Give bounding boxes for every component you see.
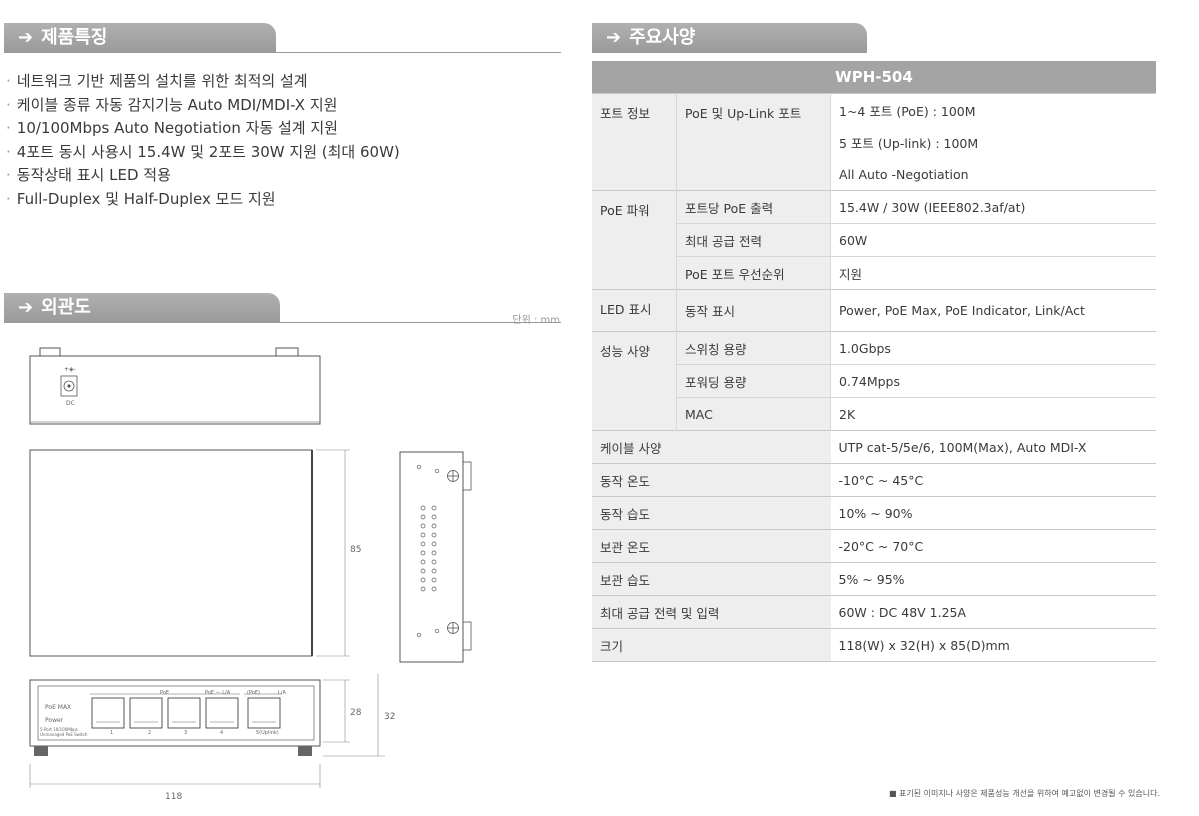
feature-item: 동작상태 표시 LED 적용 [6,164,400,188]
table-row: LED 표시 동작 표시 Power, PoE Max, PoE Indicat… [592,289,1156,332]
spec-val: UTP cat-5/5e/6, 100M(Max), Auto MDI-X [830,430,1156,464]
spec-val: 1~4 포트 (PoE) : 100M [830,93,1156,126]
top-view-drawing [29,449,350,657]
spec-cat: 성능 사양 [592,331,677,431]
spec-cat: 크기 [592,628,831,662]
front-view-drawing [29,674,385,788]
feature-item: 4포트 동시 사용시 15.4W 및 2포트 30W 지원 (최대 60W) [6,141,400,165]
spec-val: 118(W) x 32(H) x 85(D)mm [830,628,1156,662]
dim-depth: 85 [350,545,362,555]
feature-item: 10/100Mbps Auto Negotiation 자동 설계 지원 [6,117,400,141]
specs-heading: 주요사양 [629,27,696,48]
spec-cat: 보관 습도 [592,562,831,596]
rear-view-drawing: +◈- [29,347,321,425]
spec-cat: 동작 온도 [592,463,831,497]
table-row: 최대 공급 전력 및 입력 60W : DC 48V 1.25A [592,595,1156,629]
table-row: 최대 공급 전력 60W [592,223,1156,257]
table-row: 보관 습도 5% ~ 95% [592,562,1156,596]
arrow-right-icon: ➔ [18,27,34,48]
table-row: 동작 온도 -10°C ~ 45°C [592,463,1156,497]
spec-val: 60W [830,223,1156,257]
spec-val: 15.4W / 30W (IEEE802.3af/at) [830,190,1156,224]
spec-val: 60W : DC 48V 1.25A [830,595,1156,629]
spec-val: -20°C ~ 70°C [830,529,1156,563]
features-list: 네트워크 기반 제품의 설치를 위한 최적의 설계 케이블 종류 자동 감지기능… [6,70,400,211]
front-port-number: 5(Uplink) [256,730,279,736]
front-label-power: Power [45,717,64,724]
feature-item: 네트워크 기반 제품의 설치를 위한 최적의 설계 [6,70,400,94]
table-row: 보관 온도 -20°C ~ 70°C [592,529,1156,563]
exterior-heading-rule [280,322,561,323]
spec-footnote: ■ 표기된 이미지나 사양은 제품성능 개선을 위하여 예고없이 변경될 수 있… [888,789,1160,798]
spec-cat: 케이블 사양 [592,430,831,464]
spec-val: 5% ~ 95% [830,562,1156,596]
spec-sub: 스위칭 용량 [676,331,831,365]
arrow-right-icon: ➔ [606,27,622,48]
table-row: 동작 습도 10% ~ 90% [592,496,1156,530]
spec-val: -10°C ~ 45°C [830,463,1156,497]
front-label-poe-max: PoE MAX [45,704,72,711]
spec-cat: LED 표시 [592,289,677,332]
table-row: PoE 포트 우선순위 지원 [592,256,1156,290]
front-label-poe-la: PoE — L/A [205,690,231,696]
spec-val: 0.74Mpps [830,364,1156,398]
table-row: 크기 118(W) x 32(H) x 85(D)mm [592,628,1156,662]
table-row: MAC 2K [592,397,1156,431]
dim-width: 118 [165,792,183,802]
dc-label: DC [66,400,75,407]
table-row: 5 포트 (Up-link) : 100M [592,126,1156,158]
exterior-heading-tab: ➔ 외관도 [4,293,280,323]
spec-val: 1.0Gbps [830,331,1156,365]
front-port-number: 2 [148,730,152,736]
spec-val: 지원 [830,256,1156,290]
spec-sub: PoE 및 Up-Link 포트 [676,93,831,191]
front-label-la: L/A [278,690,286,696]
spec-val: Power, PoE Max, PoE Indicator, Link/Act [830,289,1156,332]
table-row: 성능 사양 스위칭 용량 1.0Gbps [592,331,1156,431]
feature-item: Full-Duplex 및 Half-Duplex 모드 지원 [6,188,400,212]
table-row: PoE 파워 포트당 PoE 출력 15.4W / 30W (IEEE802.3… [592,190,1156,290]
front-label-model: 5-Port 10/100Mbps Unmanaged PoE Switch [40,727,88,737]
spec-cat: 보관 온도 [592,529,831,563]
dim-height-inner: 28 [350,708,362,718]
front-port-number: 3 [184,730,188,736]
dim-height: 32 [384,712,396,722]
spec-cat: 최대 공급 전력 및 입력 [592,595,831,629]
spec-val: 5 포트 (Up-link) : 100M [830,126,1156,158]
spec-sub: 포워딩 용량 [676,364,831,398]
table-row: 케이블 사양 UTP cat-5/5e/6, 100M(Max), Auto M… [592,430,1156,464]
spec-cat: PoE 파워 [592,190,677,290]
spec-val: 2K [830,397,1156,431]
exterior-heading: 외관도 [41,297,91,318]
spec-cat: 동작 습도 [592,496,831,530]
side-view-drawing [399,451,472,663]
arrow-right-icon: ➔ [18,297,34,318]
spec-sub: 최대 공급 전력 [676,223,831,257]
spec-table: WPH-504 포트 정보 PoE 및 Up-Link 포트 1~4 포트 (P… [592,61,1156,662]
spec-sub: PoE 포트 우선순위 [676,256,831,290]
specs-heading-tab: ➔ 주요사양 [592,23,867,53]
feature-item: 케이블 종류 자동 감지기능 Auto MDI/MDI-X 지원 [6,94,400,118]
table-row: 포트 정보 PoE 및 Up-Link 포트 1~4 포트 (PoE) : 10… [592,93,1156,191]
features-heading: 제품특징 [41,27,108,48]
table-row: 포워딩 용량 0.74Mpps [592,364,1156,398]
front-label-poe: PoE [160,690,170,696]
unit-label: 단위 : mm [512,315,560,326]
spec-sub: 포트당 PoE 출력 [676,190,831,224]
svg-text:+◈-: +◈- [64,366,76,373]
features-heading-tab: ➔ 제품특징 [4,23,276,53]
front-port-number: 1 [110,730,114,736]
spec-val: All Auto -Negotiation [830,158,1156,191]
spec-sub: 동작 표시 [676,289,831,332]
front-port-number: 4 [220,730,224,736]
features-heading-rule [276,52,561,53]
spec-val: 10% ~ 90% [830,496,1156,530]
spec-sub: MAC [676,397,831,431]
front-label-poe-paren: (PoE) [247,690,260,696]
spec-cat: 포트 정보 [592,93,677,191]
spec-model: WPH-504 [592,61,1156,94]
table-row: All Auto -Negotiation [592,158,1156,191]
